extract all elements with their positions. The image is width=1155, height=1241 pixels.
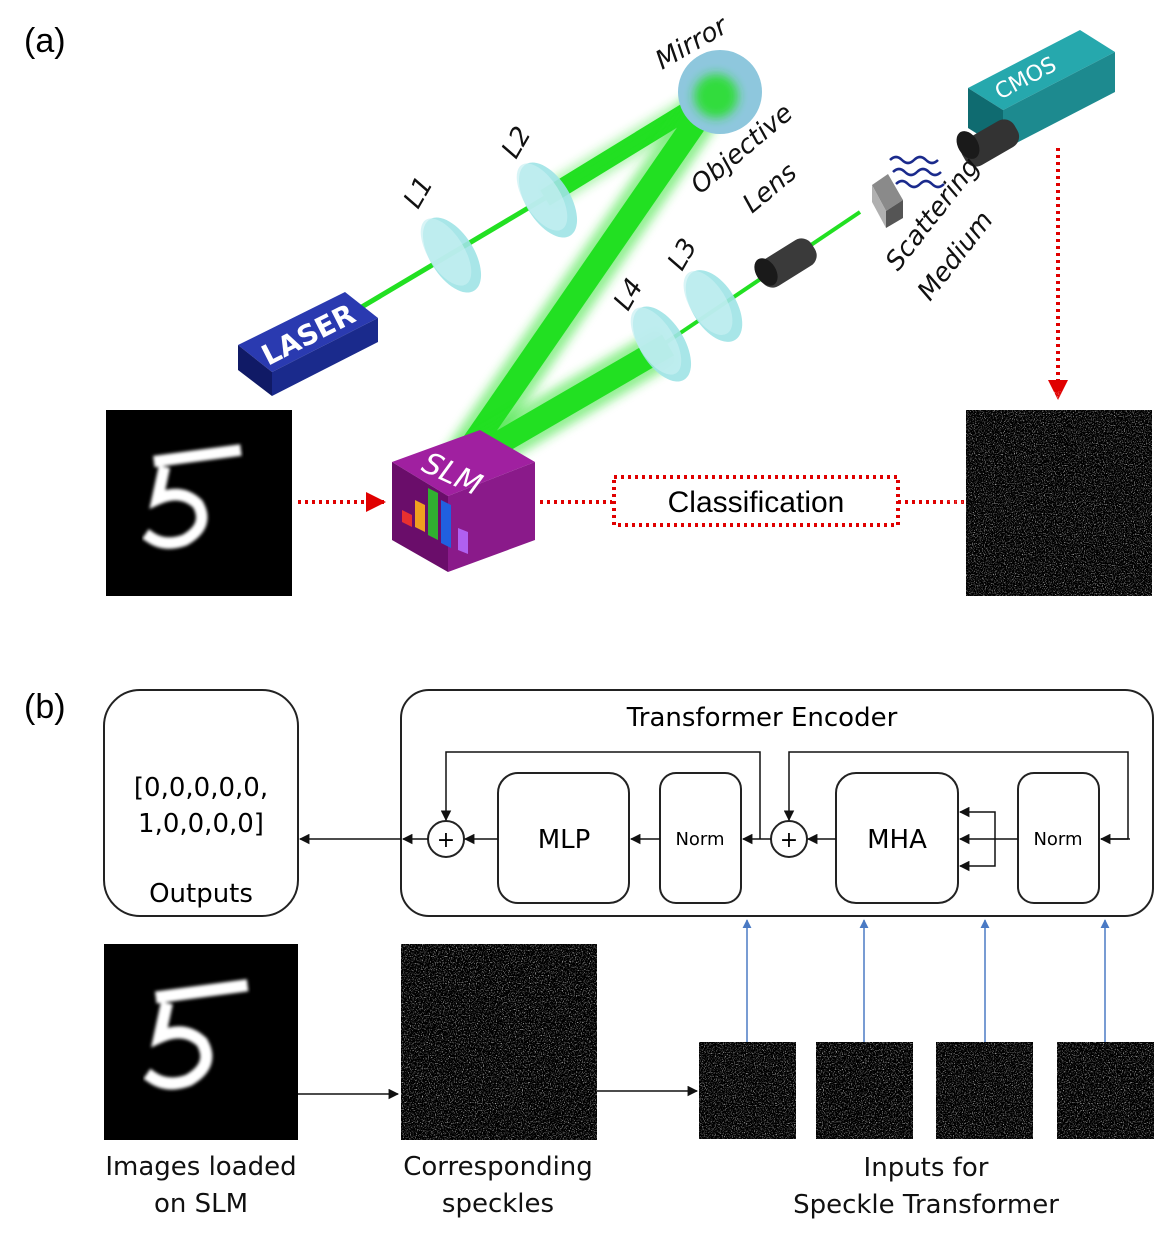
pipeline-arrows (298, 1085, 699, 1100)
mha-label: MHA (867, 825, 927, 855)
cmos-camera: CMOS (956, 30, 1115, 167)
outputs-vector-line2: 1,0,0,0,0] (138, 809, 264, 839)
images-caption-line1: Images loaded (105, 1152, 296, 1182)
speckles-caption-line2: speckles (442, 1189, 554, 1219)
speckle-image-a (966, 410, 1152, 596)
laser-source: LASER (238, 292, 378, 396)
lens-l4 (630, 306, 692, 382)
wave-icon (889, 155, 945, 189)
slm-device: SLM (392, 430, 535, 572)
add-node-1-sign: + (437, 828, 455, 853)
inputs-caption-line1: Inputs for (864, 1153, 989, 1183)
outputs-box (103, 689, 299, 917)
l3-label: L3 (662, 234, 703, 276)
lens-label: Lens (737, 157, 803, 219)
norm-label-2: Norm (1033, 829, 1082, 850)
mirror-to-slm-beam (445, 86, 729, 472)
mirror (678, 50, 762, 134)
speckles-caption-line1: Corresponding (403, 1152, 593, 1182)
lens-l1 (420, 217, 482, 293)
mha-block (835, 772, 959, 904)
speckle-patch-1 (699, 1042, 796, 1139)
norm-label-1: Norm (675, 829, 724, 850)
speckle-image-b (401, 944, 597, 1140)
lens-l2 (516, 162, 578, 238)
objective-lens (754, 238, 817, 288)
l1-label: L1 (398, 172, 439, 214)
digit-image-a (106, 410, 292, 596)
panel-b-label: (b) (24, 688, 66, 726)
outputs-vector-line1: [0,0,0,0,0, (134, 773, 268, 803)
l2-label: L2 (496, 122, 537, 164)
speckle-patch-4 (1057, 1042, 1154, 1139)
speckle-patch-3 (936, 1042, 1033, 1139)
input-arrows (742, 919, 1110, 1042)
transformer-encoder-title: Transformer Encoder (626, 703, 898, 733)
norm-block-2 (1017, 772, 1100, 904)
dotted-arrows (298, 148, 1068, 512)
speckle-patch-2 (816, 1042, 913, 1139)
mlp-label: MLP (538, 825, 591, 855)
norm-block-1 (659, 772, 742, 904)
inputs-caption-line2: Speckle Transformer (793, 1190, 1059, 1220)
slm-to-lens-beam (459, 210, 862, 478)
bar-chart-icon (402, 488, 468, 554)
transformer-encoder-box (400, 689, 1154, 917)
scattering-medium (872, 174, 903, 228)
images-caption-line2: on SLM (154, 1189, 248, 1219)
outputs-title: Outputs (149, 879, 253, 909)
encoder-flow-arrows (298, 751, 1130, 872)
classification-box (612, 475, 900, 527)
classification-label: Classification (668, 486, 845, 519)
lens-l3 (683, 270, 743, 342)
mlp-block (497, 772, 630, 904)
add-node-2-sign: + (780, 828, 798, 853)
digit-image-b (104, 944, 298, 1140)
panel-a-label: (a) (24, 22, 66, 60)
